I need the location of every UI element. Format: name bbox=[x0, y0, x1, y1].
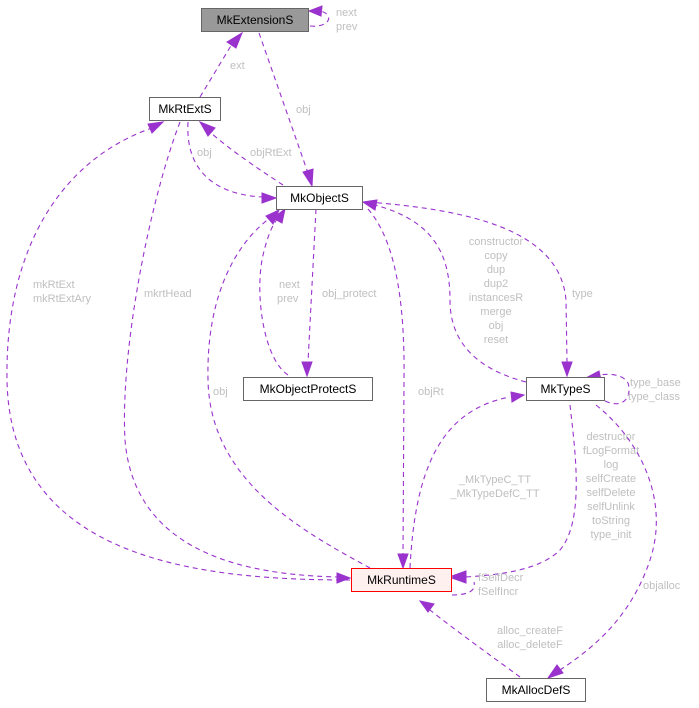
edge-runtime-obj: obj bbox=[207, 209, 371, 569]
edge-type-self: type_base type_class bbox=[584, 370, 681, 405]
arrowhead bbox=[272, 207, 286, 224]
edge-mktypec: _MkTypeC_TT _MkTypeDefC_TT bbox=[409, 391, 540, 569]
edge-type: type bbox=[367, 201, 593, 378]
edge-label: _MkTypeC_TT bbox=[458, 474, 531, 486]
arrowhead bbox=[546, 664, 564, 679]
edge-label: ext bbox=[230, 60, 245, 72]
edge-obj-extension: obj bbox=[258, 32, 314, 188]
arrowhead bbox=[302, 168, 314, 188]
arrowhead bbox=[510, 391, 526, 403]
node-mkobjects[interactable]: MkObjectS bbox=[276, 186, 363, 210]
edge-label: alloc_createF bbox=[497, 625, 563, 637]
node-label: MkRuntimeS bbox=[367, 573, 436, 587]
arrowhead bbox=[301, 361, 313, 378]
edge-mkrthead: mkrtHead bbox=[123, 121, 352, 584]
arrowhead bbox=[397, 553, 409, 570]
edge-type-members: constructor copy dup dup2 instancesR mer… bbox=[361, 199, 527, 383]
edge-label: fSelfIncr bbox=[478, 586, 519, 598]
edge-label: mkRtExt bbox=[33, 279, 75, 291]
arrowhead bbox=[265, 209, 280, 225]
edge-label: prev bbox=[277, 293, 299, 305]
edge-label: type bbox=[572, 288, 593, 300]
edge-mkrtext: mkRtExt mkRtExtAry bbox=[6, 121, 351, 581]
edge-runtime-self: fSelfDecr fSelfIncr bbox=[450, 570, 524, 598]
edge-label: obj bbox=[213, 386, 228, 398]
edge-label: type_class bbox=[628, 391, 680, 403]
edge-label: selfDelete bbox=[587, 487, 636, 499]
edge-label: obj bbox=[296, 104, 311, 116]
node-label: MkTypeS bbox=[540, 382, 591, 396]
edge-label: objalloc bbox=[643, 580, 681, 592]
edge-label: selfCreate bbox=[586, 473, 636, 485]
arrowhead bbox=[336, 572, 352, 584]
arrowhead bbox=[561, 361, 573, 378]
edge-objalloc: objalloc bbox=[546, 404, 681, 679]
edge-label: obj bbox=[489, 320, 504, 332]
edge-label: dup bbox=[487, 264, 505, 276]
node-mkallocdefs[interactable]: MkAllocDefS bbox=[486, 678, 586, 702]
node-mkextensions[interactable]: MkExtensionS bbox=[201, 8, 309, 32]
edge-alloc-functions: alloc_createF alloc_deleteF bbox=[418, 600, 563, 678]
node-label: MkObjectS bbox=[290, 191, 349, 205]
edge-label: destructor bbox=[587, 431, 636, 443]
edge-label: reset bbox=[484, 334, 508, 346]
edge-label: constructor bbox=[469, 236, 524, 248]
node-label: MkExtensionS bbox=[216, 13, 294, 27]
edge-rtext-obj: obj bbox=[187, 121, 278, 204]
edge-label: _MkTypeDefC_TT bbox=[449, 488, 540, 500]
edge-label: prev bbox=[336, 21, 358, 33]
edge-label: toString bbox=[592, 515, 630, 527]
edge-label: next bbox=[279, 279, 300, 291]
edge-obj-protect: obj_protect bbox=[301, 208, 376, 378]
edge-label: instancesR bbox=[469, 292, 523, 304]
edge-label: next bbox=[336, 7, 357, 19]
node-mktypes[interactable]: MkTypeS bbox=[526, 377, 605, 401]
edge-objrt: objRt bbox=[367, 208, 444, 570]
edge-label: dup2 bbox=[484, 278, 508, 290]
edge-label: type_base bbox=[630, 377, 681, 389]
node-mkruntimes[interactable]: MkRuntimeS bbox=[351, 568, 452, 592]
edge-protect-nextprev: next prev bbox=[259, 207, 300, 376]
arrowhead bbox=[307, 5, 323, 17]
node-label: MkAllocDefS bbox=[501, 683, 571, 697]
edge-label: type_init bbox=[591, 529, 632, 541]
edge-label: merge bbox=[480, 306, 511, 318]
arrowhead bbox=[361, 199, 378, 211]
edge-label: copy bbox=[484, 250, 508, 262]
edge-label: mkrtHead bbox=[144, 288, 192, 300]
node-mkrtexts[interactable]: MkRtExtS bbox=[149, 97, 221, 121]
edge-label: objRt bbox=[418, 386, 444, 398]
edge-label: obj bbox=[197, 147, 212, 159]
arrowhead bbox=[147, 121, 165, 134]
edge-label: alloc_deleteF bbox=[497, 639, 563, 651]
edge-label: mkRtExtAry bbox=[33, 293, 92, 305]
edge-label: fSelfDecr bbox=[478, 572, 524, 584]
edge-label: fLogFormat bbox=[583, 445, 639, 457]
edge-ext: ext bbox=[199, 31, 245, 98]
arrowhead bbox=[418, 600, 435, 613]
edge-label: log bbox=[604, 459, 619, 471]
edge-label: selfUnlink bbox=[587, 501, 635, 513]
edge-objrtext: objRtExt bbox=[198, 121, 292, 186]
edge-extension-self: next prev bbox=[307, 5, 358, 33]
edge-label: objRtExt bbox=[250, 147, 292, 159]
edge-type-functions: destructor fLogFormat log selfCreate sel… bbox=[450, 404, 639, 584]
arrowhead bbox=[450, 570, 467, 582]
node-mkobjectprotects[interactable]: MkObjectProtectS bbox=[243, 377, 373, 401]
node-label: MkRtExtS bbox=[158, 102, 212, 116]
arrowhead bbox=[198, 121, 216, 137]
arrowhead bbox=[226, 31, 244, 49]
arrowhead bbox=[261, 192, 278, 204]
node-label: MkObjectProtectS bbox=[259, 382, 357, 396]
edge-label: obj_protect bbox=[322, 288, 376, 300]
